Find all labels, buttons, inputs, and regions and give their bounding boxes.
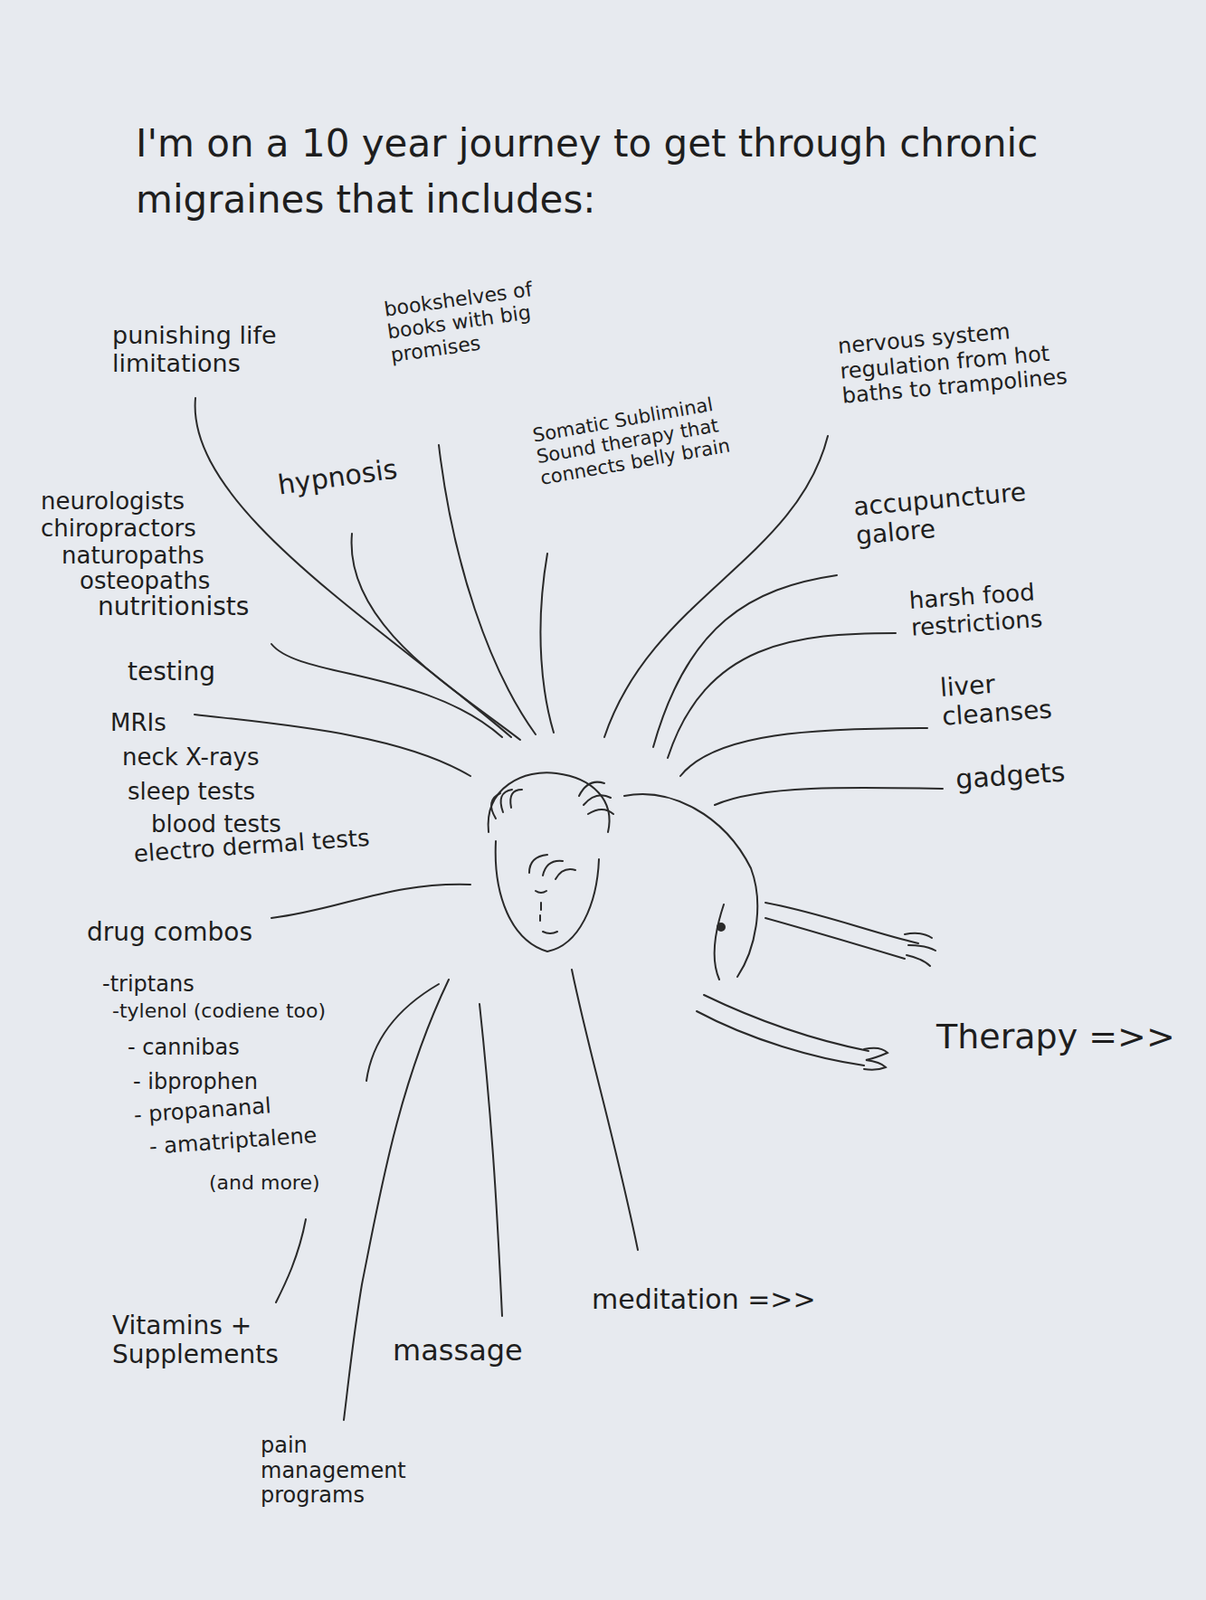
note-label: drug combos	[86, 918, 253, 948]
title: I'm on a 10 year journey to get through …	[135, 115, 1095, 228]
note-label: nutritionists	[97, 592, 249, 622]
leader-line	[271, 884, 471, 919]
hand	[864, 1048, 888, 1071]
note-label: -tylenol (codiene too)	[112, 999, 326, 1023]
face-features	[535, 891, 558, 934]
note-label: - ibprophen	[132, 1070, 258, 1096]
note-label: pain management programs	[260, 1433, 442, 1510]
head-outline	[488, 772, 610, 833]
note-label: meditation =>>	[591, 1284, 817, 1317]
leader-line	[540, 553, 554, 733]
leader-line	[479, 1004, 503, 1317]
note-label: Vitamins + Supplements	[112, 1311, 285, 1370]
note-label: harsh food restrictions	[908, 573, 1121, 643]
eye	[717, 923, 725, 931]
hand	[904, 933, 936, 967]
hand	[579, 782, 614, 815]
hand	[529, 854, 576, 880]
note-label: - cannibas	[127, 1035, 240, 1062]
arm	[696, 1011, 865, 1066]
note-label: massage	[392, 1334, 523, 1368]
leader-line	[714, 788, 943, 806]
note-label: Therapy =>>	[936, 1017, 1176, 1058]
note-label: neurologists	[40, 488, 185, 516]
note-label: naturopaths	[61, 542, 205, 570]
note-label: liver cleanses	[939, 662, 1106, 732]
note-label: MRIs	[110, 710, 167, 738]
face-outline	[714, 904, 724, 980]
note-label: gadgets	[954, 757, 1066, 797]
note-label: - amatriptalene	[148, 1123, 318, 1160]
leader-line	[667, 633, 896, 759]
note-label: sleep tests	[127, 778, 256, 807]
head-outline	[624, 794, 758, 978]
leader-line	[351, 533, 521, 741]
note-label: nervous system regulation from hot baths…	[836, 311, 1114, 410]
arm	[703, 995, 869, 1052]
note-label: punishing life limitations	[112, 321, 339, 378]
arm	[765, 902, 919, 944]
note-label: bookshelves of books with big promises	[382, 275, 563, 368]
leader-line	[271, 644, 503, 738]
note-label: chiropractors	[40, 515, 197, 543]
note-label: neck X-rays	[122, 744, 260, 772]
leader-line	[366, 984, 439, 1082]
note-label: accupuncture galore	[852, 471, 1102, 551]
hand	[491, 789, 523, 819]
leader-line	[653, 575, 837, 748]
leader-line	[195, 398, 512, 738]
note-label: hypnosis	[275, 454, 399, 503]
face-outline	[495, 841, 599, 952]
body-line	[571, 969, 638, 1251]
arm	[765, 918, 905, 960]
note-label: (and more)	[208, 1171, 321, 1195]
note-label: -triptans	[102, 972, 195, 998]
note-label: - propananal	[132, 1093, 273, 1129]
note-label: osteopaths	[79, 568, 210, 596]
leader-line	[680, 728, 928, 777]
note-label: Somatic Subliminal Sound therapy that co…	[531, 389, 748, 490]
note-label: testing	[127, 657, 216, 687]
leader-line	[604, 436, 828, 738]
leader-line	[275, 1219, 306, 1303]
